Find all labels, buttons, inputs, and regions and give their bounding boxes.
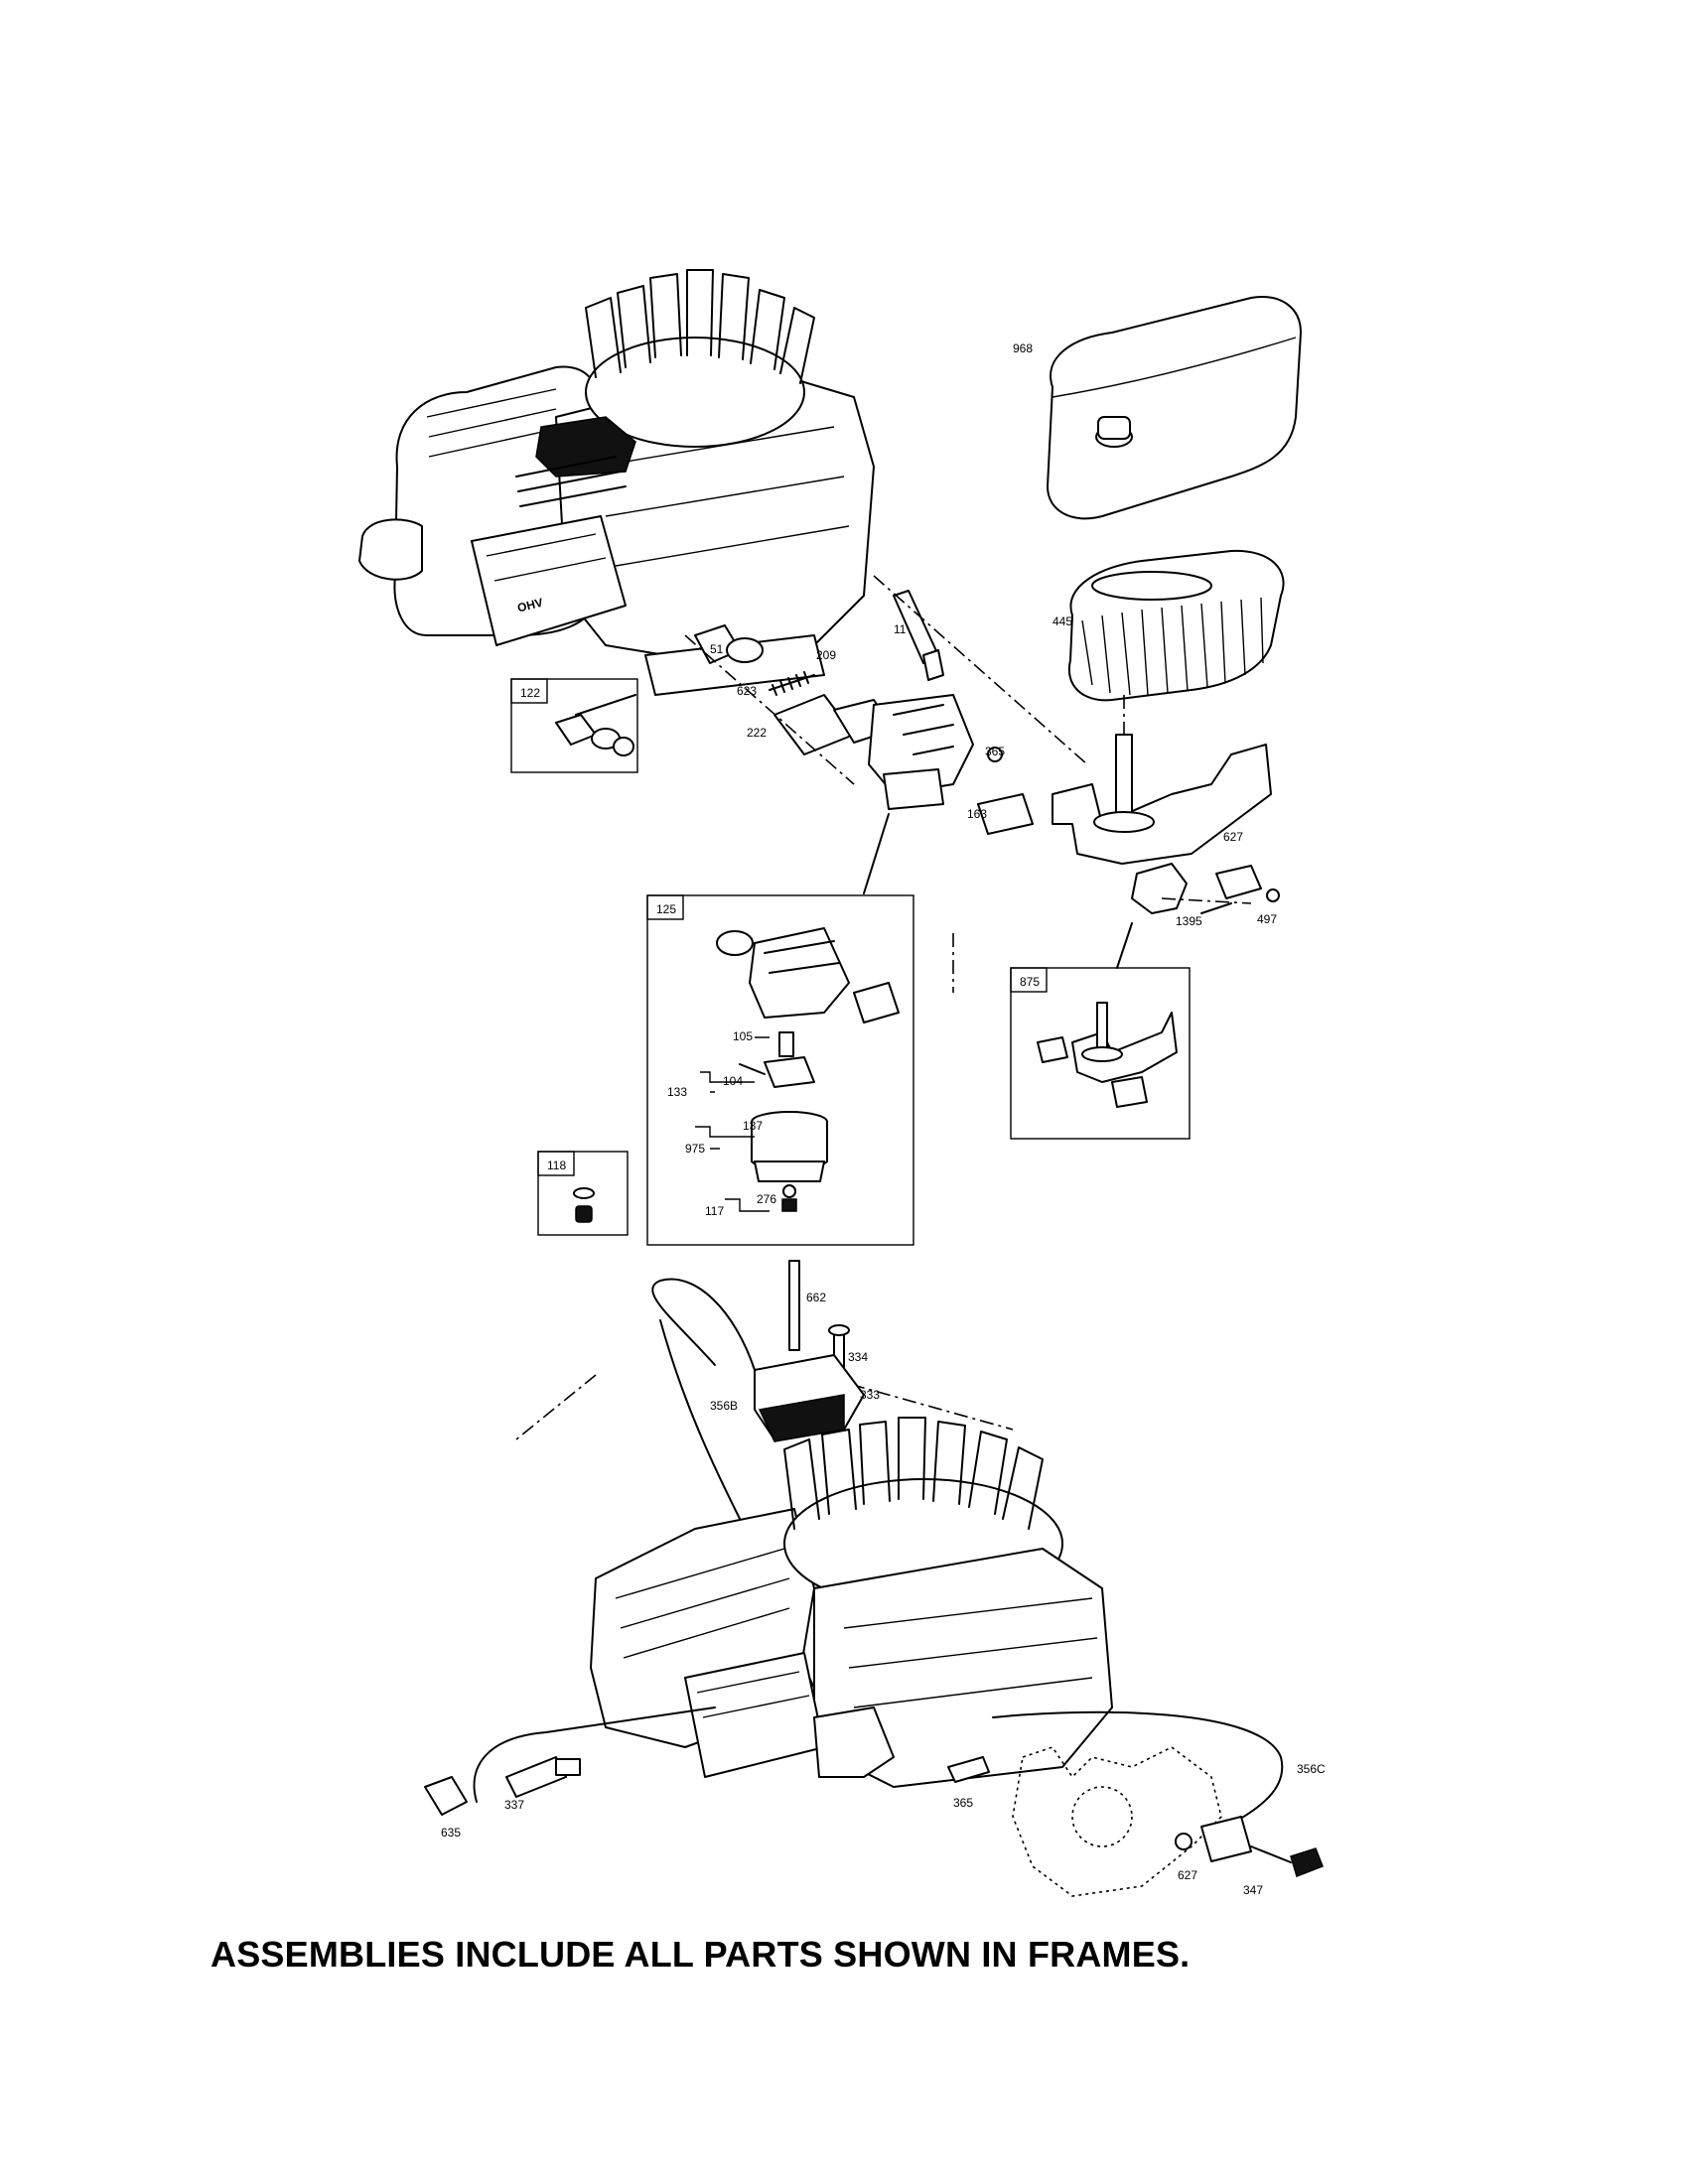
- assemblies-note: ASSEMBLIES INCLUDE ALL PARTS SHOWN IN FR…: [210, 1934, 1191, 1975]
- air-filter-445: [1067, 549, 1285, 702]
- engine-badge-text: OHV: [516, 596, 545, 615]
- frame-118: 118: [537, 1151, 629, 1236]
- frame-122-label: 122: [520, 686, 540, 700]
- label-334: 334: [848, 1350, 868, 1364]
- label-627-upper: 627: [1223, 830, 1243, 844]
- label-222: 222: [747, 726, 767, 740]
- frame-875: 875: [1010, 967, 1191, 1140]
- label-104: 104: [723, 1074, 743, 1088]
- label-627-lower: 627: [1178, 1868, 1197, 1882]
- label-356c: 356C: [1297, 1762, 1326, 1776]
- label-968: 968: [1013, 341, 1033, 355]
- label-133: 133: [667, 1085, 687, 1099]
- label-347: 347: [1243, 1883, 1263, 1897]
- frame-125: 125: [646, 894, 914, 1246]
- label-276: 276: [757, 1192, 776, 1206]
- label-365-upper: 365: [985, 745, 1005, 758]
- label-365-lower: 365: [953, 1796, 973, 1810]
- frame-118-label: 118: [547, 1159, 566, 1172]
- frame-125-label: 125: [656, 902, 676, 916]
- upper-engine-illustration: OHV: [358, 269, 875, 696]
- label-51: 51: [710, 642, 724, 656]
- label-209: 209: [816, 648, 836, 662]
- frame-leaders: [575, 694, 1133, 969]
- label-163: 163: [967, 807, 987, 821]
- fuel-line-11: [893, 590, 944, 681]
- label-635: 635: [441, 1826, 461, 1840]
- label-1395: 1395: [1176, 914, 1202, 928]
- air-cleaner-cover-968: [1047, 296, 1302, 520]
- label-445: 445: [1052, 614, 1072, 628]
- label-105: 105: [733, 1029, 753, 1043]
- intake-parts: [694, 624, 1034, 835]
- label-662: 662: [806, 1291, 826, 1304]
- label-497: 497: [1257, 912, 1277, 926]
- label-117: 117: [705, 1204, 724, 1218]
- lower-engine-illustration: [424, 1260, 1324, 1897]
- air-cleaner-base: [1052, 734, 1280, 914]
- label-137: 137: [743, 1119, 763, 1133]
- label-337: 337: [504, 1798, 524, 1812]
- label-623: 623: [737, 684, 757, 698]
- part-number-labels: 968 445 11 51 209 623 222 365 163 627 49…: [441, 341, 1326, 1897]
- frame-875-label: 875: [1020, 975, 1040, 989]
- frame-122: 122: [510, 678, 638, 773]
- label-975: 975: [685, 1142, 705, 1156]
- label-333: 333: [860, 1388, 880, 1402]
- label-11: 11: [894, 622, 907, 636]
- label-356b: 356B: [710, 1399, 738, 1413]
